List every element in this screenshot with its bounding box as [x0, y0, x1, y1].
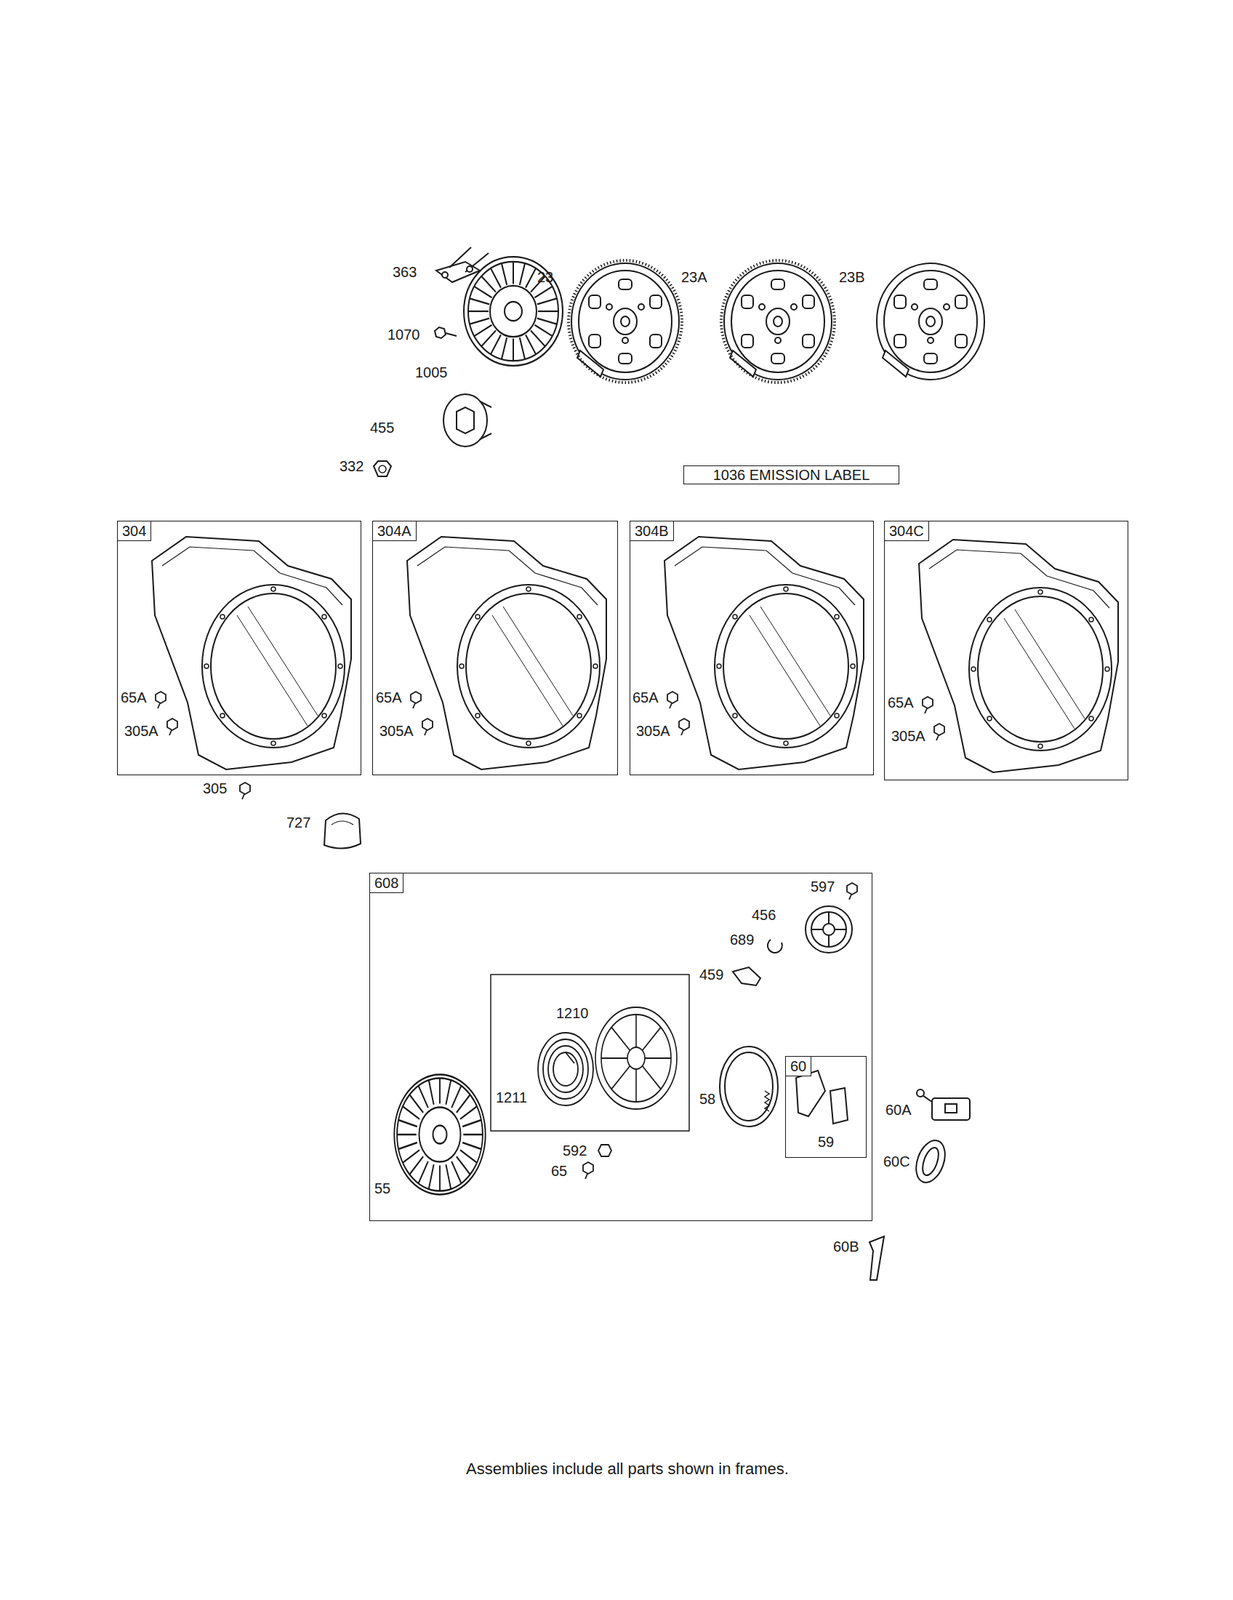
callout-number: 1005 — [415, 363, 448, 381]
callout-number: 55 — [374, 1179, 391, 1197]
callout-number: 305A — [124, 721, 159, 740]
flywheel — [876, 263, 985, 380]
callout-number: 332 — [339, 457, 364, 475]
screw — [422, 718, 433, 736]
caption: Assemblies include all parts shown in fr… — [466, 1458, 789, 1479]
blower-housing — [407, 536, 607, 770]
starter-housing — [394, 1074, 485, 1195]
handle — [916, 1089, 970, 1120]
callout-number: 597 — [810, 877, 835, 895]
frame-number: 304B — [630, 521, 674, 541]
callout-number: 65 — [551, 1161, 568, 1180]
callout-number: 65A — [632, 688, 659, 706]
starter-cup — [443, 394, 492, 447]
callout-number: 23A — [681, 268, 708, 286]
handle — [869, 1235, 885, 1280]
callout-number: 23 — [537, 268, 554, 286]
bolt — [434, 327, 457, 339]
nut-bore — [378, 465, 387, 473]
blower-housing — [151, 536, 352, 770]
callout-number: 65A — [375, 688, 403, 706]
flywheel-fan — [463, 256, 563, 366]
nut — [373, 460, 392, 477]
cover — [324, 812, 361, 848]
flywheel — [571, 263, 680, 380]
bracket — [436, 247, 489, 283]
sub-assembly-frame — [490, 974, 690, 1131]
flywheel — [724, 263, 832, 380]
callout-number: 60B — [833, 1237, 860, 1255]
assembly-frame: 608 60 — [369, 872, 873, 1221]
screw — [679, 718, 690, 736]
screw — [934, 723, 945, 741]
callout-number: 1070 — [387, 325, 421, 344]
screw — [922, 696, 933, 714]
callout-number: 592 — [562, 1141, 587, 1159]
handle — [910, 1136, 951, 1187]
callout-number: 60A — [885, 1100, 912, 1119]
label-box: 1036 EMISSION LABEL — [683, 465, 900, 485]
pawl — [732, 966, 761, 986]
screw — [155, 691, 166, 709]
frame-number: 304C — [884, 521, 930, 541]
callout-number: 1211 — [495, 1088, 528, 1106]
callout-number: 459 — [699, 965, 724, 983]
callout-number: 305A — [891, 727, 926, 745]
ring-gear — [721, 260, 835, 383]
callout-number: 305A — [379, 721, 414, 740]
callout-number: 456 — [751, 905, 776, 924]
frame-number: 60 — [785, 1056, 812, 1076]
retainer-clip — [767, 939, 783, 953]
screw — [167, 718, 178, 736]
callout-number: 58 — [699, 1089, 716, 1108]
frame-number: 304 — [117, 521, 152, 541]
screw — [667, 691, 678, 709]
screw — [239, 782, 251, 799]
callout-number: 65A — [120, 688, 147, 706]
handle — [796, 1070, 848, 1124]
nut — [598, 1144, 612, 1156]
screw — [583, 1161, 594, 1179]
frame-number: 304A — [372, 521, 417, 541]
rewind-spring — [537, 1032, 594, 1106]
rope — [719, 1046, 778, 1127]
callout-number: 363 — [392, 263, 417, 281]
ratchet — [805, 905, 853, 953]
callout-number: 59 — [817, 1132, 834, 1151]
callout-number: 60C — [883, 1152, 911, 1170]
callout-number: 1210 — [556, 1003, 589, 1022]
pulley — [595, 1006, 677, 1109]
callout-number: 305 — [202, 779, 227, 797]
ring-gear — [568, 260, 682, 383]
callout-number: 23B — [838, 268, 866, 286]
blower-housing — [918, 539, 1119, 773]
callout-number: 455 — [370, 418, 395, 437]
screw — [410, 691, 421, 709]
callout-number: 689 — [729, 930, 754, 949]
frame-number: 608 — [370, 873, 404, 893]
callout-number: 65A — [887, 693, 914, 712]
callout-number: 727 — [286, 813, 311, 831]
part-label: 1036 EMISSION LABEL — [713, 466, 871, 483]
screw — [846, 882, 858, 900]
callout-number: 305A — [636, 721, 671, 740]
blower-housing — [664, 536, 864, 770]
